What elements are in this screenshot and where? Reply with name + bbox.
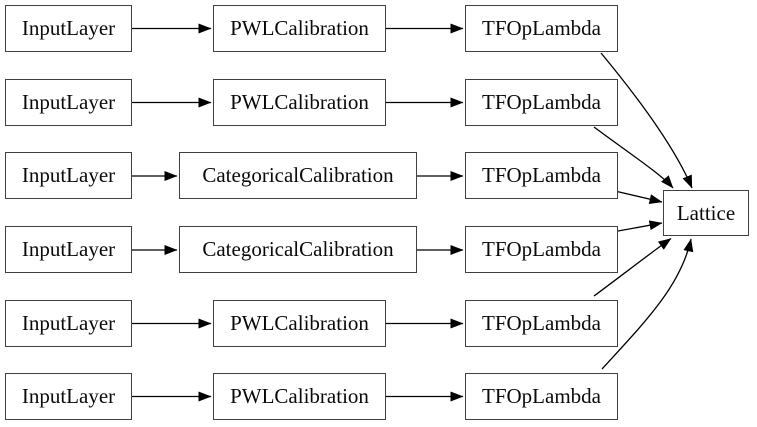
- node-pwlcalibration-6: PWLCalibration: [213, 373, 386, 420]
- node-categoricalcalibration-4: CategoricalCalibration: [179, 226, 417, 273]
- edge-lambda2-lattice: [593, 126, 674, 189]
- edge-lambda6-lattice: [601, 238, 694, 370]
- node-inputlayer-3: InputLayer: [5, 152, 132, 199]
- node-tfoplambda-2: TFOpLambda: [465, 79, 618, 126]
- node-tfoplambda-3: TFOpLambda: [465, 152, 618, 199]
- edge-lambda3-lattice: [616, 190, 663, 205]
- edge-lambda5-lattice: [593, 237, 672, 297]
- edge-lambda1-lattice: [600, 52, 693, 189]
- node-inputlayer-1: InputLayer: [5, 5, 132, 52]
- node-inputlayer-6: InputLayer: [5, 373, 132, 420]
- node-categoricalcalibration-3: CategoricalCalibration: [179, 152, 417, 199]
- edge-lambda4-lattice: [617, 220, 663, 232]
- node-inputlayer-5: InputLayer: [5, 300, 132, 347]
- node-pwlcalibration-5: PWLCalibration: [213, 300, 386, 347]
- node-tfoplambda-6: TFOpLambda: [465, 373, 618, 420]
- node-lattice: Lattice: [663, 190, 749, 236]
- node-inputlayer-4: InputLayer: [5, 226, 132, 273]
- node-pwlcalibration-2: PWLCalibration: [213, 79, 386, 126]
- node-tfoplambda-4: TFOpLambda: [465, 226, 618, 273]
- node-tfoplambda-1: TFOpLambda: [465, 5, 618, 52]
- node-inputlayer-2: InputLayer: [5, 79, 132, 126]
- node-tfoplambda-5: TFOpLambda: [465, 300, 618, 347]
- node-pwlcalibration-1: PWLCalibration: [213, 5, 386, 52]
